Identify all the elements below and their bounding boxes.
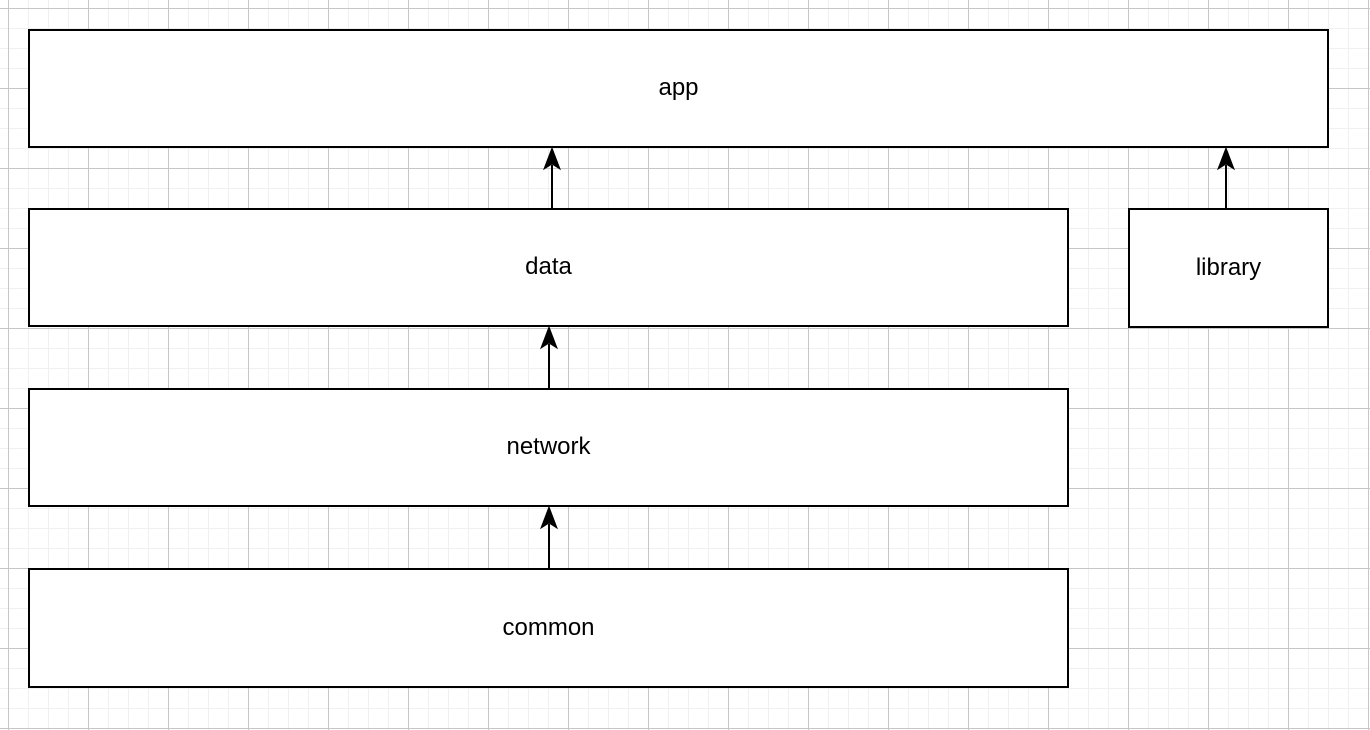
node-common-label: common (502, 613, 595, 641)
node-library-label: library (1195, 253, 1262, 281)
diagram-node-library[interactable]: library (1128, 208, 1329, 328)
diagram-node-data[interactable]: data (28, 208, 1069, 327)
node-network-label: network (506, 433, 591, 461)
edge-common-to-network-arrow[interactable] (540, 505, 558, 568)
edge-network-to-data-arrow[interactable] (540, 325, 558, 388)
node-app-label: app (658, 74, 699, 102)
diagram-node-common[interactable]: common (28, 568, 1069, 688)
edge-library-to-app-arrow[interactable] (1217, 146, 1235, 208)
diagram-node-app[interactable]: app (28, 29, 1329, 148)
node-data-label: data (525, 253, 572, 281)
edge-data-to-app-arrow[interactable] (543, 146, 561, 208)
diagram-node-network[interactable]: network (28, 388, 1069, 507)
